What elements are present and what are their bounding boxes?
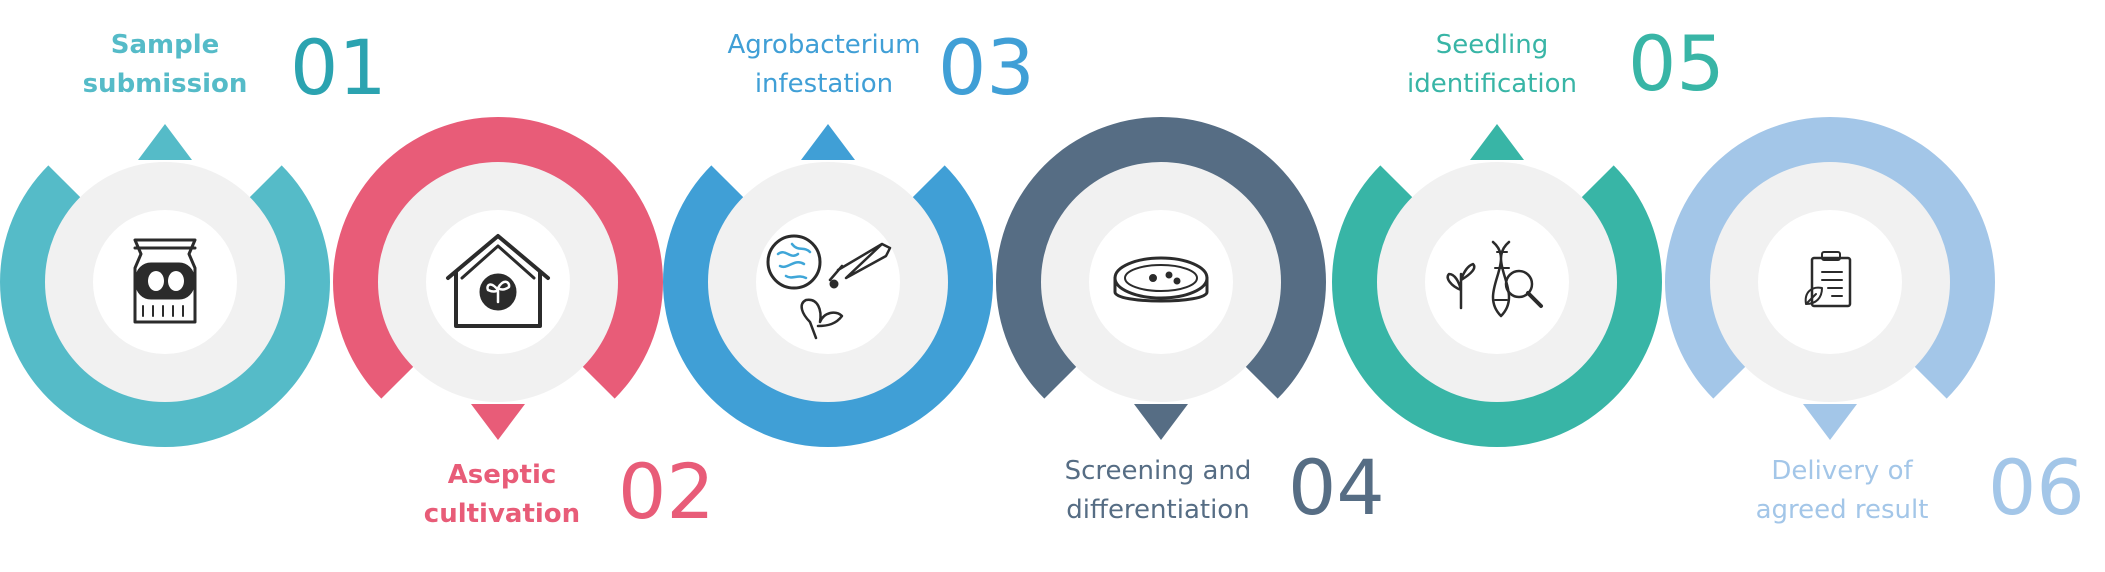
step-5-label-line2: identification [1406,69,1578,99]
step-3-disc [756,210,900,354]
step-3-label-line2: infestation [754,69,894,99]
step-6-label-line2: agreed result [1755,495,1929,525]
step-1-pointer [138,124,192,160]
step-4-ring [995,116,1326,399]
step-6-pointer [1803,404,1857,440]
dna-plant-icon [1446,240,1543,318]
step-2-label: Aseptic cultivation [372,456,632,534]
step-1-label: Sample submission [35,26,295,104]
step-3-number: 03 [938,23,1035,112]
seed-bag-icon [133,238,197,324]
step-5-disc [1425,210,1569,354]
step-5-label: Seedling identification [1362,26,1622,104]
step-2-label-line1: Aseptic [447,460,557,490]
step-5-pointer [1470,124,1524,160]
step-2-pointer [471,404,525,440]
step-1-label-line2: submission [82,69,248,99]
step-5-ring [1332,165,1662,448]
step-6-disc [1758,210,1902,354]
step-5-label-line1: Seedling [1435,30,1549,60]
step-4-pointer [1134,404,1188,440]
step-4-label-line1: Screening and [1064,456,1252,486]
step-1-number: 01 [290,23,387,112]
step-5-number: 05 [1628,19,1725,108]
dropper-microscope-icon [766,234,892,340]
step-2-number: 02 [618,447,715,536]
step-4-label-line2: differentiation [1066,495,1250,525]
step-1-label-line1: Sample [110,30,220,60]
step-4-disc [1089,210,1233,354]
step-6-number: 06 [1988,443,2085,532]
step-6-label-line1: Delivery of [1771,456,1913,486]
step-4-number: 04 [1288,443,1385,532]
step-3-label-line1: Agrobacterium [727,30,921,60]
step-6-ring [1665,116,1995,399]
step-3-ring [662,165,993,448]
greenhouse-icon [446,234,550,328]
step-6-label: Delivery of agreed result [1712,452,1972,530]
step-1-ring [0,165,330,448]
step-2-ring [333,116,663,399]
petri-dish-icon [1113,256,1209,303]
clipboard-report-icon [1804,251,1852,308]
step-3-pointer [801,124,855,160]
step-2-label-line2: cultivation [423,499,581,529]
step-4-label: Screening and differentiation [1028,452,1288,530]
step-3-label: Agrobacterium infestation [694,26,954,104]
